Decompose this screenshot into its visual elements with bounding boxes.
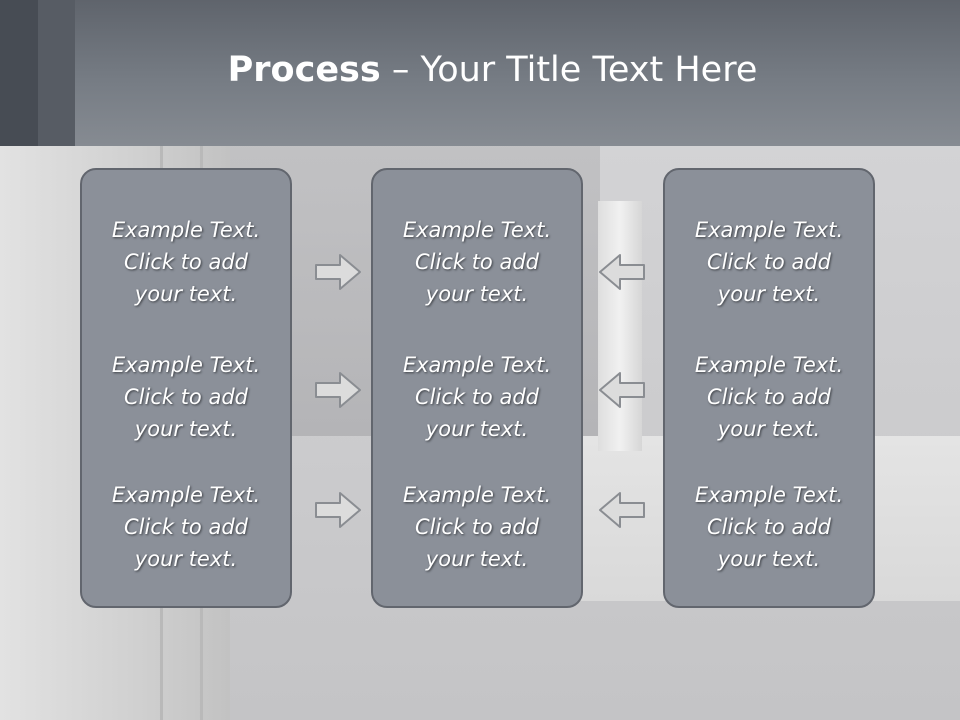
item-line: your text. [134, 547, 238, 571]
title-bar: Process – Your Title Text Here [0, 0, 960, 146]
title-rest: – Your Title Text Here [380, 50, 758, 90]
left-arrow-icon [599, 372, 645, 408]
left-arrow-icon [599, 254, 645, 290]
item-line: your text. [717, 282, 821, 306]
text-item[interactable]: Example Text. Click to add your text. [82, 349, 290, 445]
item-line: Example Text. [402, 218, 552, 242]
text-item[interactable]: Example Text. Click to add your text. [665, 479, 873, 575]
item-line: Click to add [706, 385, 831, 409]
text-item[interactable]: Example Text. Click to add your text. [665, 349, 873, 445]
slide-title[interactable]: Process – Your Title Text Here [0, 50, 960, 90]
item-line: your text. [425, 547, 529, 571]
item-line: Example Text. [111, 218, 261, 242]
item-line: Click to add [414, 385, 539, 409]
title-bold: Process [227, 50, 381, 90]
item-line: Click to add [706, 515, 831, 539]
item-line: Example Text. [111, 353, 261, 377]
item-line: Click to add [414, 250, 539, 274]
item-line: Click to add [123, 515, 248, 539]
item-line: your text. [717, 547, 821, 571]
item-line: your text. [425, 417, 529, 441]
right-arrow-icon [315, 254, 361, 290]
item-line: your text. [134, 417, 238, 441]
text-item[interactable]: Example Text. Click to add your text. [82, 214, 290, 310]
item-line: your text. [425, 282, 529, 306]
item-line: Click to add [123, 250, 248, 274]
item-line: your text. [717, 417, 821, 441]
item-line: Example Text. [694, 218, 844, 242]
process-box-right[interactable]: Example Text. Click to add your text. Ex… [663, 168, 875, 608]
process-box-center[interactable]: Example Text. Click to add your text. Ex… [371, 168, 583, 608]
item-line: Click to add [414, 515, 539, 539]
text-item[interactable]: Example Text. Click to add your text. [665, 214, 873, 310]
item-line: Example Text. [402, 483, 552, 507]
text-item[interactable]: Example Text. Click to add your text. [373, 349, 581, 445]
text-item[interactable]: Example Text. Click to add your text. [82, 479, 290, 575]
header-accent [38, 0, 75, 146]
right-arrow-icon [315, 372, 361, 408]
item-line: Click to add [123, 385, 248, 409]
left-arrow-icon [599, 492, 645, 528]
item-line: Example Text. [694, 483, 844, 507]
item-line: Example Text. [111, 483, 261, 507]
text-item[interactable]: Example Text. Click to add your text. [373, 479, 581, 575]
item-line: Example Text. [694, 353, 844, 377]
process-box-left[interactable]: Example Text. Click to add your text. Ex… [80, 168, 292, 608]
item-line: Example Text. [402, 353, 552, 377]
item-line: your text. [134, 282, 238, 306]
header-accent [0, 0, 38, 146]
text-item[interactable]: Example Text. Click to add your text. [373, 214, 581, 310]
right-arrow-icon [315, 492, 361, 528]
item-line: Click to add [706, 250, 831, 274]
background-candle [598, 201, 642, 451]
